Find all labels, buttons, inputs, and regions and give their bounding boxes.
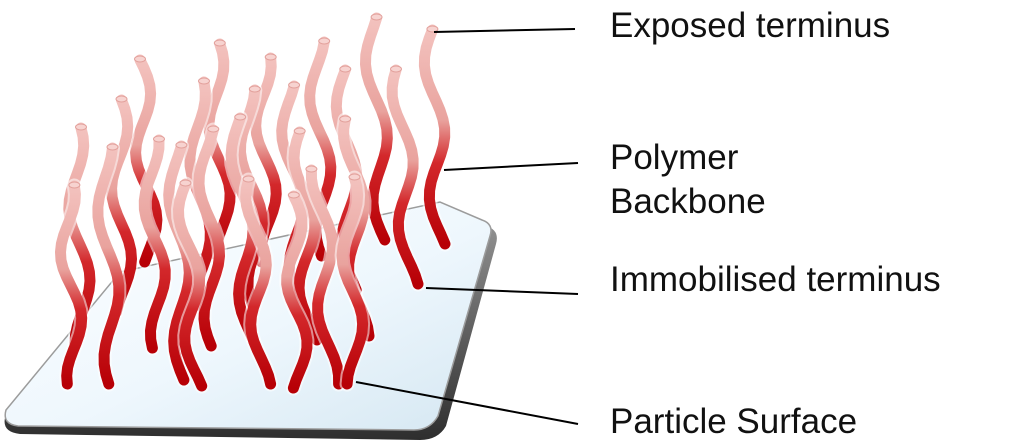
exposed-terminus-cap	[243, 176, 254, 182]
exposed-terminus-cap	[288, 192, 299, 198]
label-polymer-backbone-line2: Backbone	[610, 180, 766, 224]
label-particle-surface: Particle Surface	[610, 400, 857, 444]
exposed-terminus-cap	[208, 126, 219, 132]
exposed-terminus-cap	[176, 142, 187, 148]
exposed-terminus-cap	[265, 54, 276, 60]
exposed-terminus-cap	[76, 124, 87, 130]
leader-line-polymer-backbone	[444, 163, 578, 170]
exposed-terminus-cap	[180, 180, 191, 186]
exposed-terminus-cap	[371, 14, 382, 20]
label-exposed-terminus: Exposed terminus	[610, 4, 890, 48]
leader-line-exposed-terminus	[434, 29, 575, 32]
exposed-terminus-cap	[289, 82, 300, 88]
exposed-terminus-cap	[199, 78, 210, 84]
exposed-terminus-cap	[69, 182, 80, 188]
exposed-terminus-cap	[135, 56, 146, 62]
exposed-terminus-cap	[391, 66, 402, 72]
exposed-terminus-cap	[154, 136, 165, 142]
exposed-terminus-cap	[294, 128, 305, 134]
exposed-terminus-cap	[306, 166, 317, 172]
exposed-terminus-cap	[319, 38, 330, 44]
label-polymer-backbone-line1: Polymer	[610, 136, 766, 180]
exposed-terminus-cap	[340, 66, 351, 72]
exposed-terminus-cap	[107, 144, 118, 150]
exposed-terminus-cap	[340, 116, 351, 122]
label-immobilised-terminus: Immobilised terminus	[610, 258, 941, 302]
exposed-terminus-cap	[116, 96, 127, 102]
exposed-terminus-cap	[214, 40, 225, 46]
exposed-terminus-cap	[235, 114, 246, 120]
exposed-terminus-cap	[249, 86, 260, 92]
exposed-terminus-cap	[349, 174, 360, 180]
label-polymer-backbone: Polymer Backbone	[610, 136, 766, 224]
